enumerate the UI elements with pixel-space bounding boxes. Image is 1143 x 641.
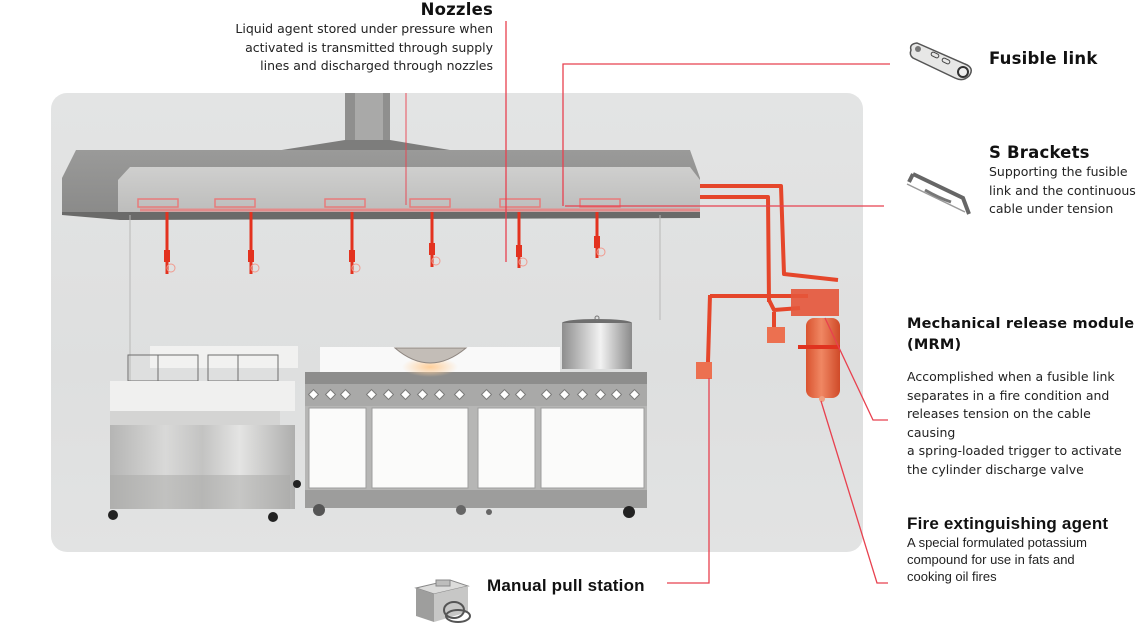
- leader-agent: [820, 400, 888, 584]
- agent-desc-line: cooking oil fires: [907, 569, 997, 584]
- callout-nozzles: Nozzles Liquid agent stored under pressu…: [222, 0, 493, 76]
- s-brackets-desc-line: Supporting the fusible: [989, 164, 1128, 179]
- callout-fusible-link: Fusible link: [989, 49, 1098, 69]
- range-with-ovens: [305, 347, 647, 518]
- s-bracket-icon: [906, 172, 971, 215]
- fusible-link-icon: [909, 42, 972, 81]
- nozzles-desc-line: Liquid agent stored under pressure when: [235, 21, 493, 36]
- mrm-weight: [767, 327, 785, 343]
- mrm-title-line: (MRM): [907, 337, 962, 353]
- leader-manual-pull: [667, 378, 710, 584]
- nozzle: [429, 212, 441, 267]
- mrm-desc-line: Accomplished when a fusible link: [907, 369, 1115, 384]
- callout-s-brackets: S Brackets Supporting the fusible link a…: [989, 143, 1143, 219]
- nozzles-title: Nozzles: [420, 0, 493, 19]
- s-brackets-desc-line: cable under tension: [989, 201, 1114, 216]
- fusible-link-title: Fusible link: [989, 49, 1098, 68]
- hood-front-panel: [118, 167, 700, 212]
- s-brackets-description: Supporting the fusible link and the cont…: [989, 163, 1143, 219]
- nozzles-description: Liquid agent stored under pressure when …: [222, 20, 493, 76]
- agent-desc-line: A special formulated potassium: [907, 535, 1087, 550]
- stock-pot: [562, 315, 632, 369]
- manual-pull-station-icon: [414, 579, 471, 623]
- nozzle: [248, 212, 260, 274]
- mrm-desc-line: releases tension on the cable causing: [907, 406, 1091, 440]
- s-brackets-title: S Brackets: [989, 143, 1090, 162]
- callout-manual-pull-station: Manual pull station: [487, 576, 645, 596]
- s-brackets-desc-line: link and the continuous: [989, 182, 1136, 198]
- fryer: [108, 346, 301, 522]
- mrm-title: Mechanical release module (MRM): [907, 314, 1143, 356]
- nozzles-desc-line: lines and discharged through nozzles: [260, 58, 493, 73]
- mrm-desc-line: the cylinder discharge valve: [907, 461, 1084, 477]
- nozzles-desc-line: activated is transmitted through supply: [245, 39, 493, 55]
- nozzle-array: [137, 198, 700, 274]
- manual-pull-box: [696, 362, 712, 379]
- nozzle: [516, 212, 528, 268]
- wok: [393, 347, 468, 377]
- mrm-box: [791, 289, 839, 316]
- agent-desc-line: compound for use in fats and: [907, 552, 1075, 567]
- nozzle: [594, 212, 606, 258]
- leader-mrm: [824, 317, 888, 421]
- mrm-desc-line: separates in a fire condition and: [907, 387, 1110, 403]
- nozzle: [349, 212, 361, 274]
- agent-title: Fire extinguishing agent: [907, 514, 1109, 533]
- callout-mrm: Mechanical release module (MRM) Accompli…: [907, 314, 1143, 479]
- mrm-description: Accomplished when a fusible link separat…: [907, 368, 1143, 479]
- nozzle: [164, 212, 176, 274]
- agent-cylinder: [798, 318, 840, 402]
- callout-fire-extinguishing-agent: Fire extinguishing agent A special formu…: [907, 514, 1143, 585]
- callout-leaders: [405, 21, 890, 584]
- leader-fusible-link: [562, 63, 890, 206]
- manual-pull-title: Manual pull station: [487, 576, 645, 595]
- range-knobs: [307, 388, 641, 401]
- mrm-title-line: Mechanical release module: [907, 316, 1135, 332]
- mrm-desc-line: a spring-loaded trigger to activate: [907, 443, 1122, 458]
- agent-description: A special formulated potassium compound …: [907, 534, 1143, 585]
- oven-doors: [308, 407, 645, 489]
